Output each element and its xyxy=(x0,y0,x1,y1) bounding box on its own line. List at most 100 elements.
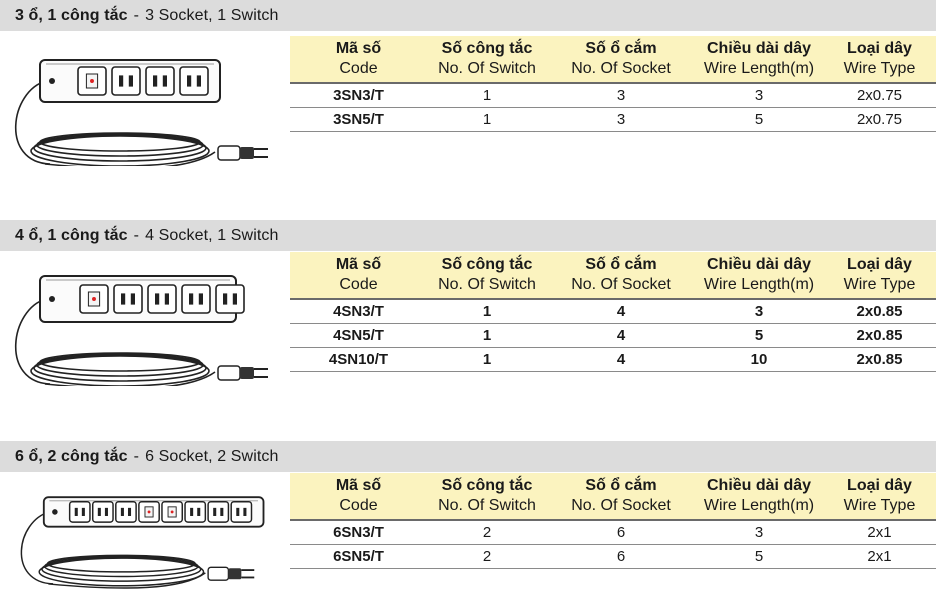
socket-icon xyxy=(181,284,211,314)
section-title-vn: 4 ổ, 1 công tắc xyxy=(15,226,128,244)
socket-icon xyxy=(230,501,253,523)
cell-wire-type: 2x0.75 xyxy=(856,111,903,128)
cell-switch: 2 xyxy=(482,548,492,565)
table-row: 6SN5/T 2 6 5 2x1 xyxy=(290,545,936,569)
cell-switch: 1 xyxy=(482,87,492,104)
socket-icon xyxy=(184,501,207,523)
socket-icon xyxy=(111,66,141,96)
section-title-separator: - xyxy=(133,226,140,244)
cell-wire-length: 5 xyxy=(754,548,764,565)
brand-logo-icon xyxy=(49,78,55,84)
section-6-socket: 6 ổ, 2 công tắc - 6 Socket, 2 Switch Mã … xyxy=(0,441,936,589)
cell-code: 6SN3/T xyxy=(333,524,384,541)
cell-wire-type: 2x0.75 xyxy=(856,87,903,104)
switch-icon xyxy=(161,501,184,523)
brand-logo-icon xyxy=(49,296,55,302)
cell-wire-type: 2x0.85 xyxy=(856,327,903,344)
table-row: 4SN3/T 1 4 3 2x0.85 xyxy=(290,298,936,324)
switch-icon xyxy=(79,284,109,314)
socket-icon xyxy=(179,66,209,96)
cell-socket: 4 xyxy=(616,351,626,368)
cell-socket: 3 xyxy=(616,111,626,128)
cell-switch: 2 xyxy=(482,524,492,541)
cell-wire-type: 2x1 xyxy=(867,548,892,565)
cell-wire-type: 2x0.85 xyxy=(856,303,903,320)
socket-icon xyxy=(115,501,137,523)
cell-wire-length: 3 xyxy=(754,303,764,320)
section-title-en: 4 Socket, 1 Switch xyxy=(145,226,279,244)
socket-icon xyxy=(91,501,114,523)
brand-logo-icon xyxy=(52,509,58,515)
socket-icon xyxy=(207,501,230,523)
power-cable xyxy=(14,80,216,166)
cell-code: 6SN5/T xyxy=(333,548,384,565)
section-header: 4 ổ, 1 công tắc - 4 Socket, 1 Switch xyxy=(0,220,936,251)
plug-icon xyxy=(217,145,268,161)
section-4-socket: 4 ổ, 1 công tắc - 4 Socket, 1 Switch Mã … xyxy=(0,220,936,386)
section-title-en: 3 Socket, 1 Switch xyxy=(145,6,279,24)
section-title-vn: 6 ổ, 2 công tắc xyxy=(15,447,128,465)
cell-wire-length: 5 xyxy=(754,327,764,344)
section-header: 6 ổ, 2 công tắc - 6 Socket, 2 Switch xyxy=(0,441,936,472)
cell-switch: 1 xyxy=(482,111,492,128)
power-strip-image xyxy=(14,275,268,386)
cell-code: 3SN5/T xyxy=(333,111,384,128)
socket-icon xyxy=(145,66,175,96)
cell-wire-type: 2x1 xyxy=(867,524,892,541)
cell-wire-length: 3 xyxy=(754,87,764,104)
cell-switch: 1 xyxy=(482,303,492,320)
switch-icon xyxy=(77,66,107,96)
plug-icon xyxy=(207,566,255,581)
cell-code: 4SN5/T xyxy=(333,327,384,344)
table-row: 6SN3/T 2 6 3 2x1 xyxy=(290,519,936,545)
cell-socket: 6 xyxy=(616,548,626,565)
socket-icon xyxy=(68,501,91,523)
cell-code: 3SN3/T xyxy=(333,87,384,104)
table-row: 3SN3/T 1 3 3 2x0.75 xyxy=(290,82,936,108)
plug-icon xyxy=(217,365,268,381)
cell-wire-length: 5 xyxy=(754,111,764,128)
cell-code: 4SN3/T xyxy=(333,303,384,320)
cell-wire-type: 2x0.85 xyxy=(856,351,903,368)
cell-socket: 4 xyxy=(616,327,626,344)
switch-icon xyxy=(138,501,160,523)
cell-socket: 4 xyxy=(616,303,626,320)
cell-switch: 1 xyxy=(482,327,492,344)
power-cable xyxy=(20,511,206,589)
table-row: 3SN5/T 1 3 5 2x0.75 xyxy=(290,108,936,132)
socket-icon xyxy=(113,284,143,314)
cell-wire-length: 10 xyxy=(750,351,768,368)
cell-switch: 1 xyxy=(482,351,492,368)
table-row: 4SN5/T 1 4 5 2x0.85 xyxy=(290,324,936,348)
power-strip-image xyxy=(14,59,268,166)
section-3-socket: 3 ổ, 1 công tắc - 3 Socket, 1 Switch Mã … xyxy=(0,0,936,166)
socket-icon xyxy=(147,284,177,314)
section-title-separator: - xyxy=(133,447,140,465)
power-strip-image xyxy=(20,496,265,589)
section-title-en: 6 Socket, 2 Switch xyxy=(145,447,279,465)
power-cable xyxy=(14,298,216,386)
section-header: 3 ổ, 1 công tắc - 3 Socket, 1 Switch xyxy=(0,0,936,31)
table-row: 4SN10/T 1 4 10 2x0.85 xyxy=(290,348,936,372)
section-title-vn: 3 ổ, 1 công tắc xyxy=(15,6,128,24)
